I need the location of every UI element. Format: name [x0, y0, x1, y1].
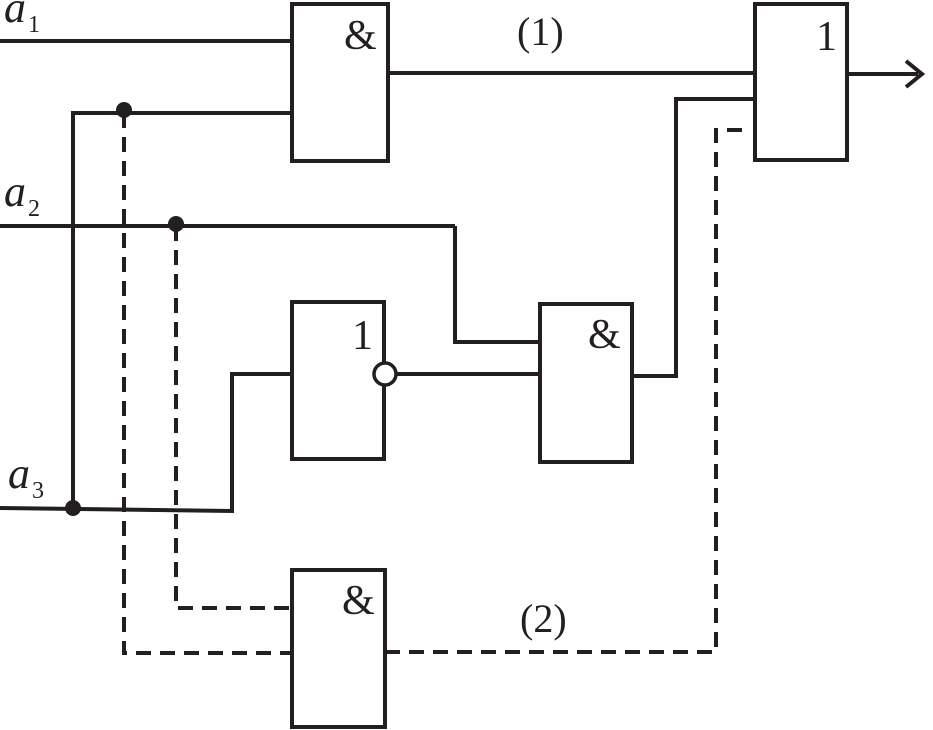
junction-dot: [168, 216, 184, 232]
input-label-a2: a 2: [4, 167, 40, 222]
input-label-a3: a 3: [8, 449, 44, 504]
and-gate-bottom-symbol: &: [342, 578, 375, 624]
and-gate-mid-symbol: &: [588, 312, 621, 358]
junction-dot: [65, 500, 81, 516]
path-label-2: (2): [520, 596, 567, 641]
path-label-1: (1): [517, 9, 564, 54]
or-gate-box: [753, 2, 849, 162]
not-gate-symbol: 1: [352, 313, 373, 359]
and-gate-bottom-box: [290, 568, 387, 729]
gate-or-out: 1: [753, 2, 849, 162]
input-var-a3: a: [8, 449, 30, 498]
input-sub-a1: 1: [28, 12, 40, 38]
solid-wires: [0, 39, 918, 514]
wire-and-mid-to-or: [632, 97, 755, 378]
wire-a3-bus-to-and-top: [71, 111, 292, 510]
dashed-wires: [122, 113, 744, 655]
and-gate-top-box: [290, 2, 390, 163]
output-arrow-icon: [904, 59, 926, 89]
inverter-bubble-icon: [372, 361, 398, 387]
wire-a2-to-and-mid: [453, 226, 540, 344]
not-gate-box: [290, 300, 386, 461]
and-gate-top-symbol: &: [344, 13, 377, 59]
junction-dot: [116, 102, 132, 118]
wire-a3-to-not: [0, 372, 292, 514]
dashed-wire-a2-to-and-bottom: [174, 226, 292, 610]
gate-and-top: &: [290, 2, 390, 163]
dashed-wire-a3-to-and-bottom: [122, 113, 292, 655]
input-var-a1: a: [4, 0, 26, 32]
or-gate-symbol: 1: [816, 14, 837, 60]
input-sub-a2: 2: [28, 196, 40, 222]
and-gate-mid-box: [538, 302, 634, 464]
dashed-wire-and-bottom-to-or: [385, 128, 744, 654]
input-label-a1: a 1: [4, 0, 40, 38]
gate-and-bottom: &: [290, 568, 387, 729]
input-sub-a3: 3: [32, 478, 44, 504]
gate-not: 1: [290, 300, 398, 461]
junction-dots: [65, 102, 184, 516]
input-var-a2: a: [4, 167, 26, 216]
gate-and-mid: &: [538, 302, 634, 464]
